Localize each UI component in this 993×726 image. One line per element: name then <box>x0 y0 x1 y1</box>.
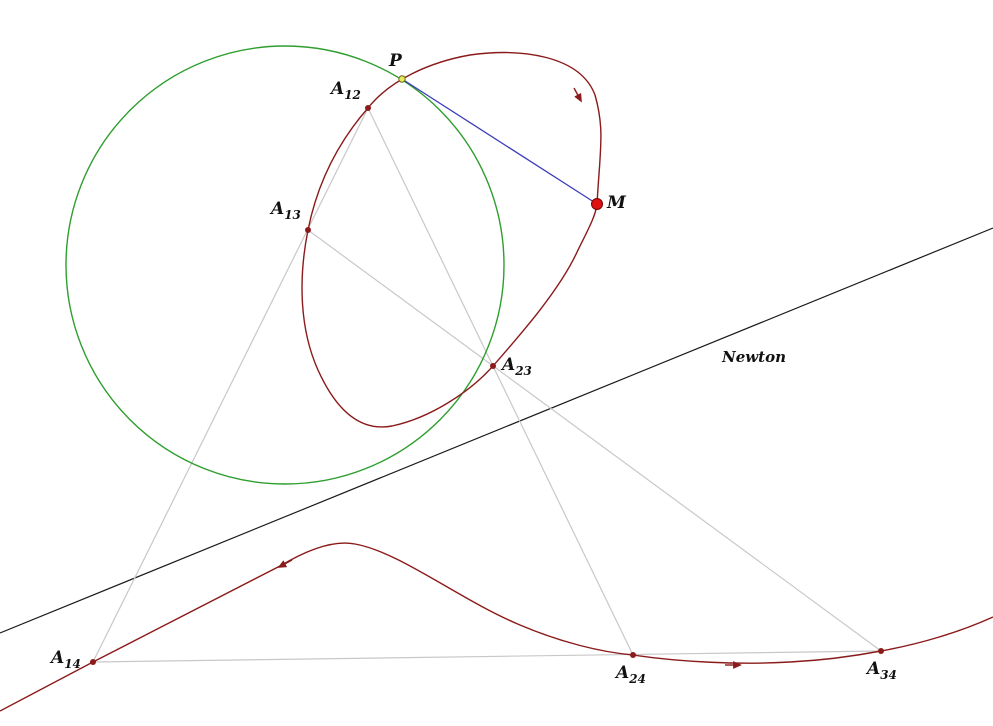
green-circle <box>65 45 505 485</box>
point-a23[interactable] <box>490 363 496 369</box>
label-newton: Newton <box>721 348 786 366</box>
label-m: M <box>606 193 627 213</box>
label-a13: A13 <box>269 199 301 222</box>
line-a13-a34 <box>307 229 882 652</box>
point-m[interactable] <box>591 198 603 210</box>
line-a12-a14 <box>92 107 369 663</box>
line-a12-a24 <box>367 107 634 656</box>
newton-line <box>0 227 993 634</box>
segment-pm <box>401 78 598 205</box>
line-a14-a34 <box>92 650 882 663</box>
locus-curve-lower <box>0 542 993 712</box>
label-p: P <box>388 51 403 71</box>
label-a14: A14 <box>49 648 81 671</box>
point-p[interactable] <box>398 75 406 83</box>
point-a13[interactable] <box>305 227 311 233</box>
curve-arrow-upper <box>573 87 582 103</box>
point-a34[interactable] <box>878 648 884 654</box>
label-a34: A34 <box>865 659 897 682</box>
point-a24[interactable] <box>630 652 636 658</box>
point-a12[interactable] <box>365 105 371 111</box>
label-a24: A24 <box>614 663 646 686</box>
label-a12: A12 <box>329 79 361 102</box>
point-a14[interactable] <box>90 659 96 665</box>
curve-arrow-lower-left <box>277 559 293 568</box>
label-a23: A23 <box>500 355 532 378</box>
construction-lines <box>92 107 882 663</box>
locus-curve-upper <box>301 51 602 428</box>
